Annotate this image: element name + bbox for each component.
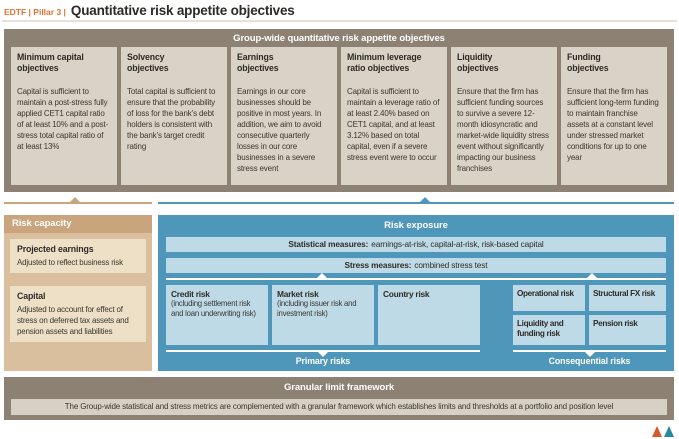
- consequential-risk-boxes: Operational risk Structural FX risk Liqu…: [513, 285, 666, 345]
- primary-risk-boxes: Credit risk (including settlement risk a…: [166, 285, 480, 345]
- risk-box-country: Country risk: [378, 285, 480, 345]
- granular-limit-framework-section: Granular limit framework The Group-wide …: [4, 377, 674, 420]
- risk-box-liquidity-funding: Liquidity and funding risk: [513, 315, 585, 345]
- brand-logo: [652, 426, 674, 437]
- card-body: Adjusted to reflect business risk: [17, 258, 123, 267]
- objective-card-earnings: Earnings objectives Earnings in our core…: [231, 47, 337, 185]
- report-eyebrow: EDTF | Pillar 3 |: [4, 7, 66, 17]
- risk-heading: Structural FX risk: [593, 289, 655, 298]
- objective-heading: Liquidity objectives: [457, 52, 499, 73]
- risk-capacity-connector-line: [4, 202, 152, 204]
- risk-heading: Pension risk: [593, 319, 638, 328]
- objective-heading: Funding objectives: [567, 52, 609, 73]
- measure-text: earnings-at-risk, capital-at-risk, risk-…: [371, 239, 544, 249]
- group-wide-objectives-title: Group-wide quantitative risk appetite ob…: [233, 33, 445, 44]
- consequential-risks-bracket: [513, 350, 666, 357]
- objective-card-solvency: Solvency objectives Total capital is suf…: [121, 47, 227, 185]
- group-wide-objectives-section: Group-wide quantitative risk appetite ob…: [4, 29, 674, 192]
- header-divider: [2, 20, 677, 22]
- primary-risks-group: Credit risk (including settlement risk a…: [166, 285, 480, 366]
- arrow-down-icon: [318, 352, 328, 357]
- measure-label: Statistical measures:: [288, 239, 369, 249]
- risk-exposure-section: Risk exposure Statistical measures:earni…: [158, 215, 674, 371]
- card-heading: Projected earnings: [17, 244, 94, 254]
- objective-card-leverage-ratio: Minimum leverage ratio objectives Capita…: [341, 47, 447, 185]
- risk-box-structural-fx: Structural FX risk: [589, 285, 666, 311]
- measure-text: combined stress test: [414, 260, 488, 270]
- risk-capacity-title: Risk capacity: [4, 215, 152, 233]
- risk-heading: Operational risk: [517, 289, 574, 298]
- risk-heading: Country risk: [383, 289, 430, 299]
- card-heading: Capital: [17, 291, 46, 301]
- arrow-down-icon: [584, 352, 595, 357]
- consequential-risks-label: Consequential risks: [548, 356, 631, 366]
- measure-label: Stress measures:: [344, 260, 412, 270]
- arrow-up-icon: [420, 197, 430, 202]
- objective-heading: Solvency objectives: [127, 52, 169, 73]
- objective-body: Capital is sufficient to maintain a leve…: [347, 87, 440, 162]
- stress-measures-bar: Stress measures:combined stress test: [166, 258, 666, 273]
- primary-risks-label: Primary risks: [295, 356, 351, 366]
- primary-risks-bracket: [166, 350, 480, 357]
- granular-limit-framework-text: The Group-wide statistical and stress me…: [11, 399, 667, 415]
- card-body: Adjusted to account for effect of stress…: [17, 305, 129, 336]
- arrow-up-icon: [317, 273, 327, 278]
- risk-box-credit: Credit risk (including settlement risk a…: [166, 285, 268, 345]
- objective-body: Capital is sufficient to maintain a post…: [17, 87, 109, 151]
- triangle-orange-icon: [652, 426, 662, 437]
- triangle-teal-icon: [664, 426, 674, 437]
- risk-exposure-connector-line: [158, 202, 674, 204]
- objective-body: Ensure that the firm has sufficient fund…: [457, 87, 549, 173]
- risk-exposure-title: Risk exposure: [384, 220, 448, 231]
- objective-heading: Minimum leverage ratio objectives: [347, 52, 422, 73]
- objective-heading: Earnings objectives: [237, 52, 279, 73]
- risk-capacity-card-projected-earnings: Projected earnings Adjusted to reflect b…: [10, 239, 146, 273]
- objective-body: Total capital is sufficient to ensure th…: [127, 87, 216, 151]
- measures-to-risks-line: [166, 278, 666, 280]
- risk-capacity-section: Risk capacity Projected earnings Adjuste…: [4, 215, 152, 371]
- arrow-up-icon: [587, 273, 597, 278]
- risk-subtext: (including issuer risk and investment ri…: [277, 299, 357, 318]
- risk-heading: Market risk: [277, 289, 319, 299]
- risk-capacity-card-capital: Capital Adjusted to account for effect o…: [10, 286, 146, 342]
- risk-box-pension: Pension risk: [589, 315, 666, 345]
- granular-limit-framework-title: Granular limit framework: [283, 382, 395, 393]
- risk-capacity-body: Projected earnings Adjusted to reflect b…: [4, 233, 152, 371]
- risk-box-operational: Operational risk: [513, 285, 585, 311]
- objective-card-liquidity: Liquidity objectives Ensure that the fir…: [451, 47, 557, 185]
- objective-card-funding: Funding objectives Ensure that the firm …: [561, 47, 667, 185]
- objective-body: Earnings in our core businesses should b…: [237, 87, 322, 173]
- page-title: Quantitative risk appetite objectives: [70, 3, 295, 18]
- arrow-up-icon: [70, 197, 80, 202]
- objective-body: Ensure that the firm has sufficient long…: [567, 87, 659, 162]
- statistical-measures-bar: Statistical measures:earnings-at-risk, c…: [166, 237, 666, 252]
- page-header: EDTF | Pillar 3 | Quantitative risk appe…: [4, 3, 295, 18]
- consequential-risks-group: Operational risk Structural FX risk Liqu…: [513, 285, 666, 366]
- objective-card-minimum-capital: Minimum capital objectives Capital is su…: [11, 47, 117, 185]
- risk-subtext: (including settlement risk and loan unde…: [171, 299, 256, 318]
- risk-heading: Liquidity and funding risk: [517, 319, 564, 338]
- risk-box-market: Market risk (including issuer risk and i…: [272, 285, 374, 345]
- objective-heading: Minimum capital objectives: [17, 52, 84, 73]
- objectives-columns: Minimum capital objectives Capital is su…: [11, 47, 667, 185]
- risk-heading: Credit risk: [171, 289, 210, 299]
